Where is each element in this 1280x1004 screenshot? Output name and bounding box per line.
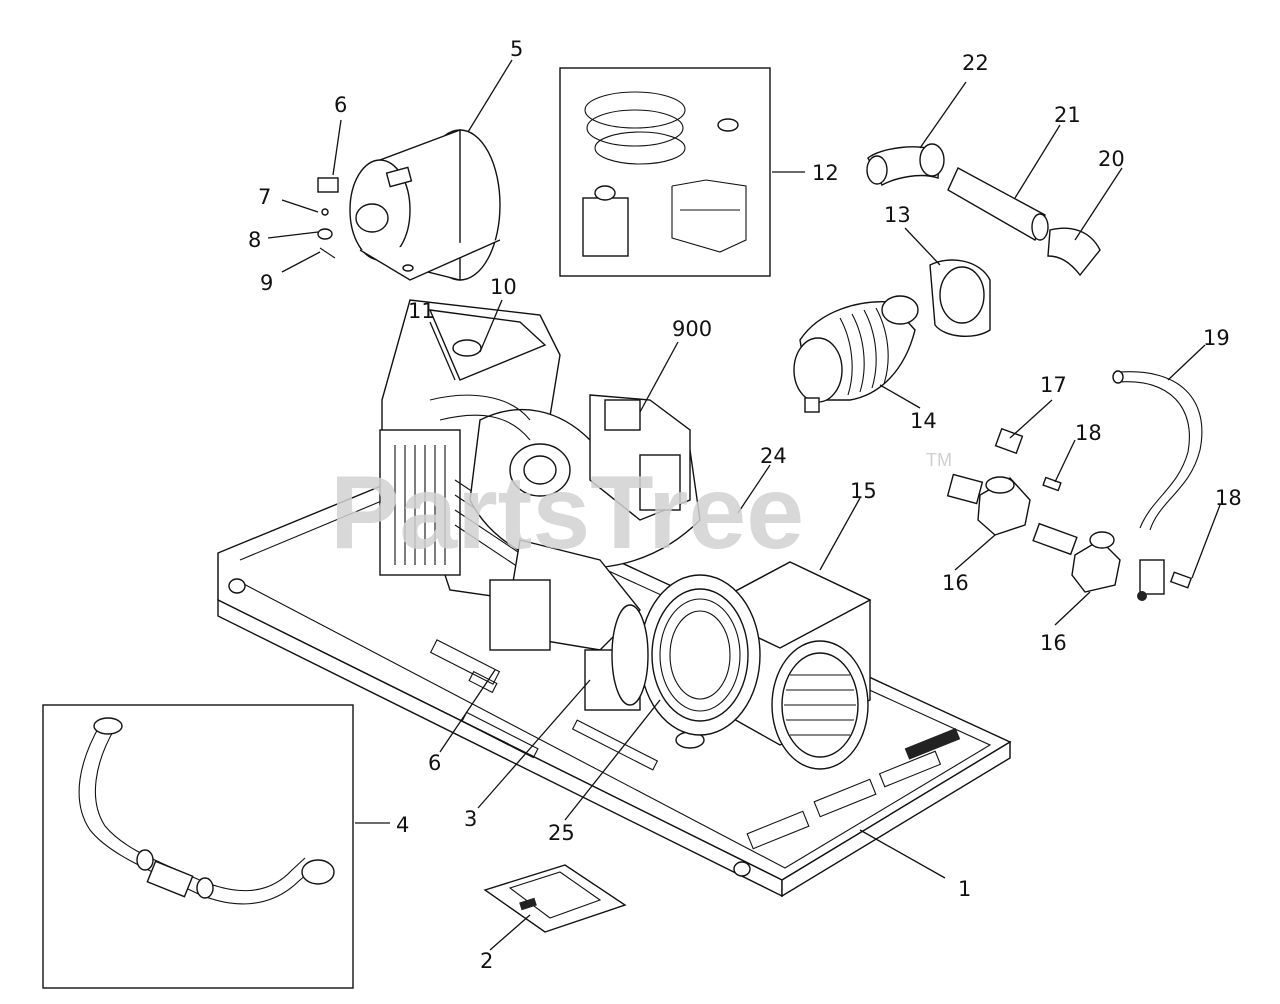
exhaust-kit-box bbox=[42, 704, 354, 989]
callout-17: 17 bbox=[1040, 373, 1067, 397]
callout-5: 5 bbox=[510, 37, 523, 61]
callout-21: 21 bbox=[1054, 103, 1081, 127]
callout-4: 4 bbox=[396, 813, 409, 837]
callout-15: 15 bbox=[850, 479, 877, 503]
fuel-components bbox=[946, 370, 1203, 601]
callout-1: 1 bbox=[958, 877, 971, 901]
callout-6b: 6 bbox=[428, 751, 441, 775]
kit-box bbox=[559, 67, 771, 277]
callout-3: 3 bbox=[464, 807, 477, 831]
callout-labels: 5 6 7 8 9 10 11 900 12 22 21 20 13 14 19… bbox=[248, 37, 1242, 973]
callout-19: 19 bbox=[1203, 326, 1230, 350]
callout-14: 14 bbox=[910, 409, 937, 433]
air-cleaner bbox=[793, 259, 991, 413]
callout-24: 24 bbox=[760, 444, 787, 468]
callout-9: 9 bbox=[260, 271, 273, 295]
alternator bbox=[611, 561, 872, 770]
intake-hoses bbox=[866, 143, 1101, 277]
callout-13: 13 bbox=[884, 203, 911, 227]
callout-900: 900 bbox=[672, 317, 712, 341]
callout-18a: 18 bbox=[1075, 421, 1102, 445]
watermark-text: PartsTree bbox=[330, 455, 804, 571]
callout-18b: 18 bbox=[1215, 486, 1242, 510]
callout-12: 12 bbox=[812, 161, 839, 185]
callout-25: 25 bbox=[548, 821, 575, 845]
callout-7: 7 bbox=[258, 185, 271, 209]
leader-lines bbox=[267, 59, 1221, 951]
callout-8: 8 bbox=[248, 228, 261, 252]
callout-16a: 16 bbox=[942, 571, 969, 595]
callout-22: 22 bbox=[962, 51, 989, 75]
callout-10: 10 bbox=[490, 275, 517, 299]
callout-16b: 16 bbox=[1040, 631, 1067, 655]
tray bbox=[483, 864, 627, 933]
engine-assembly bbox=[379, 299, 705, 749]
callout-6a: 6 bbox=[334, 93, 347, 117]
callout-11: 11 bbox=[408, 299, 435, 323]
watermark-trademark: TM bbox=[926, 450, 952, 470]
callout-20: 20 bbox=[1098, 147, 1125, 171]
callout-2: 2 bbox=[480, 949, 493, 973]
muffler bbox=[317, 128, 501, 281]
watermark: PartsTree TM bbox=[330, 450, 952, 571]
